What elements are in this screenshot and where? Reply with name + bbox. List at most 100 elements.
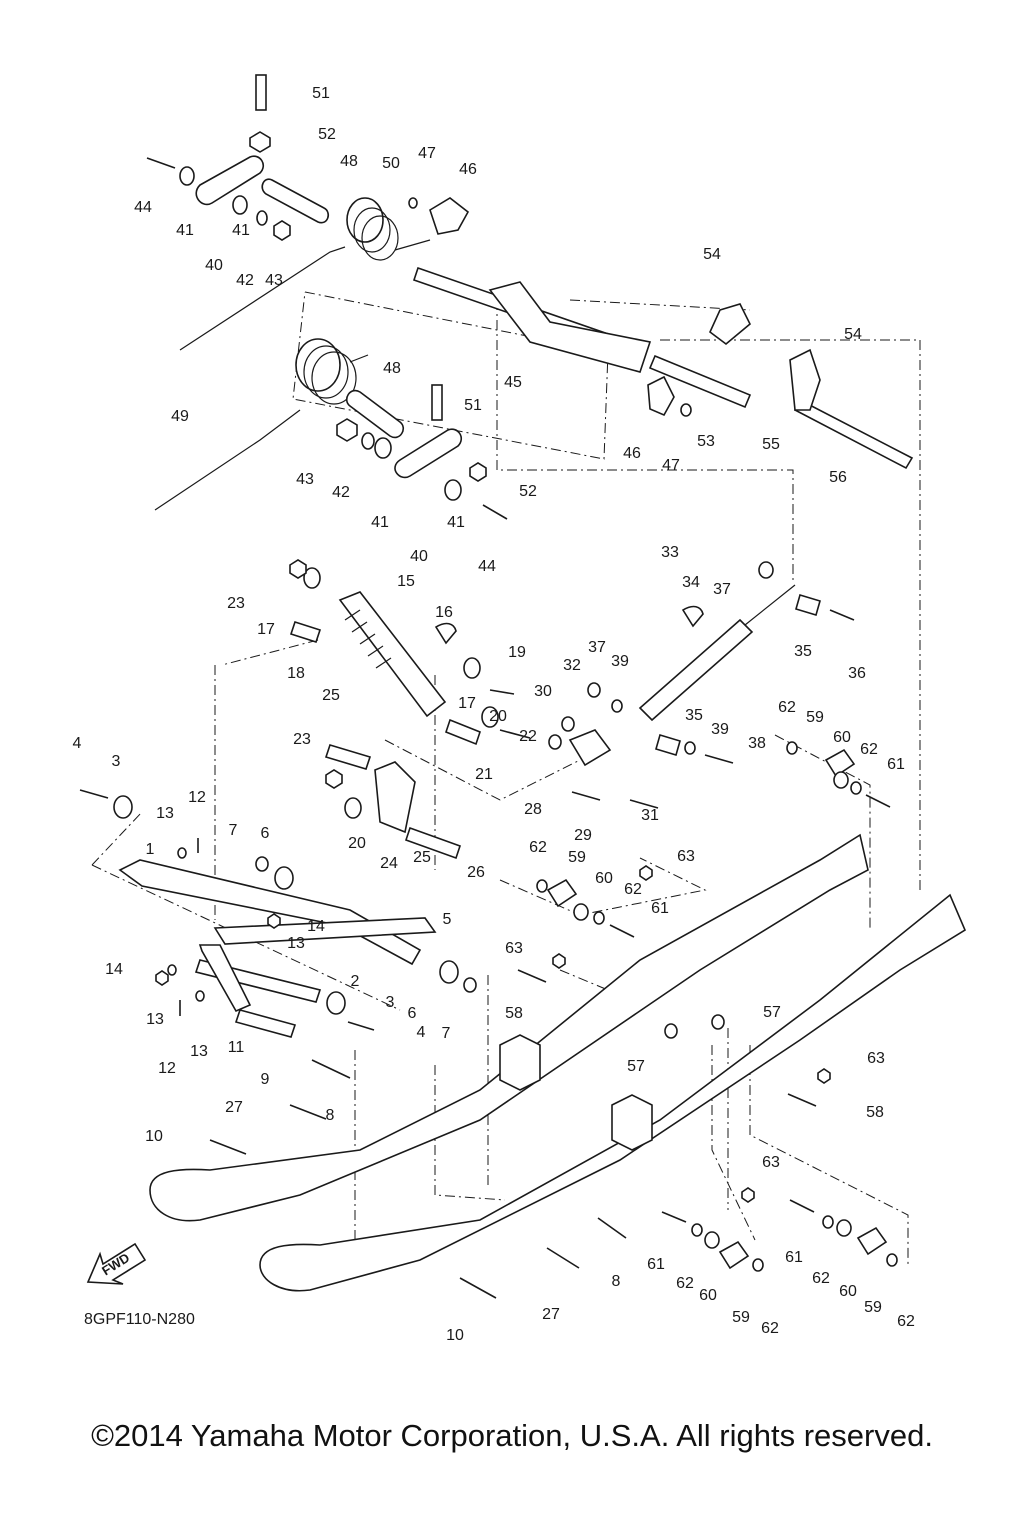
spring-arm-50-long [179, 246, 346, 351]
part-label-10: 10 [446, 1327, 464, 1344]
part-label-43: 43 [265, 272, 283, 289]
bushing-41a [179, 166, 195, 186]
bushing-6a [274, 866, 294, 890]
spring-arm-49-short [349, 354, 369, 363]
part-label-47: 47 [418, 145, 436, 162]
washer-62b [593, 911, 605, 925]
bolt-61d [789, 1199, 815, 1213]
spring-49 [295, 338, 357, 405]
part-label-7: 7 [442, 1025, 451, 1042]
part-label-62: 62 [761, 1320, 779, 1337]
nut-37b [587, 682, 601, 698]
part-label-62: 62 [897, 1313, 915, 1330]
part-label-18: 18 [287, 665, 305, 682]
part-label-48: 48 [340, 153, 358, 170]
part-label-51: 51 [464, 397, 482, 414]
copyright-notice: ©2014 Yamaha Motor Corporation, U.S.A. A… [91, 1418, 933, 1453]
part-label-10: 10 [145, 1128, 163, 1145]
part-label-55: 55 [762, 436, 780, 453]
part-label-17: 17 [257, 621, 275, 638]
washer-13b [167, 964, 177, 976]
part-label-25: 25 [322, 687, 340, 704]
collar-60a [573, 903, 589, 921]
part-label-11: 11 [228, 1039, 245, 1056]
slide-rail-left [149, 833, 869, 1222]
part-label-49: 49 [171, 408, 189, 425]
part-label-37: 37 [588, 639, 606, 656]
part-label-41: 41 [447, 514, 465, 531]
part-label-56: 56 [829, 469, 847, 486]
part-label-27: 27 [542, 1306, 560, 1323]
bushing-41c [374, 437, 392, 459]
bracket-55 [789, 348, 821, 411]
part-label-63: 63 [762, 1154, 780, 1171]
bolt-4a [79, 789, 109, 799]
part-label-24: 24 [380, 855, 398, 872]
washer-42-mid [361, 432, 375, 450]
slide-rail-right [259, 893, 967, 1292]
arm-1 [118, 859, 422, 966]
part-label-39: 39 [711, 721, 729, 738]
front-arm-group [79, 789, 477, 1038]
part-label-37: 37 [713, 581, 731, 598]
part-label-62: 62 [676, 1275, 694, 1292]
part-label-60: 60 [699, 1287, 717, 1304]
part-label-53: 53 [697, 433, 715, 450]
shock-rod-33 [744, 584, 796, 626]
part-label-46: 46 [623, 445, 641, 462]
rear-shock-group [587, 561, 855, 764]
part-label-3: 3 [112, 753, 121, 770]
shaft-25a [324, 744, 372, 770]
collar-35b [655, 734, 681, 756]
washer-62h [886, 1253, 898, 1267]
part-label-52: 52 [318, 126, 336, 143]
part-label-45: 45 [504, 374, 522, 391]
link-28 [568, 729, 612, 767]
bolt-10a [209, 1139, 247, 1155]
bolt-38 [704, 754, 734, 764]
bolt-36 [829, 609, 855, 621]
shock-33 [638, 618, 754, 722]
collar-60d [836, 1219, 852, 1237]
collar-48-mid [345, 389, 405, 439]
part-label-63: 63 [867, 1050, 885, 1067]
collar-18 [289, 620, 322, 644]
bushing-20a [481, 706, 499, 728]
part-label-41: 41 [232, 222, 250, 239]
part-label-61: 61 [785, 1249, 803, 1266]
part-label-48: 48 [383, 360, 401, 377]
bolt-4b [347, 1021, 375, 1031]
slider-59a [546, 878, 578, 908]
part-label-20: 20 [348, 835, 366, 852]
part-label-62: 62 [624, 881, 642, 898]
part-label-62: 62 [529, 839, 547, 856]
shock-15 [338, 591, 447, 718]
bolt-51-mid [431, 384, 443, 421]
collar-21 [445, 718, 481, 746]
part-label-60: 60 [833, 729, 851, 746]
rail-hardware [209, 741, 898, 1299]
part-label-32: 32 [563, 657, 581, 674]
nut-23b [325, 769, 343, 789]
part-label-63: 63 [677, 848, 695, 865]
washer-39b [684, 741, 696, 755]
part-label-29: 29 [574, 827, 592, 844]
middle-left-arm-group [154, 338, 508, 520]
nut-63d [741, 1187, 755, 1203]
plate-46-mid [647, 375, 675, 417]
spring-arm-50-short [394, 239, 431, 251]
part-label-41: 41 [371, 514, 389, 531]
slider-59b [824, 748, 856, 778]
part-label-54: 54 [844, 326, 862, 343]
arm-40-top [195, 155, 265, 206]
shaft-5 [213, 917, 437, 945]
part-label-34: 34 [682, 574, 700, 591]
nut-14b [267, 913, 281, 929]
part-label-26: 26 [467, 864, 485, 881]
washer-13a [177, 847, 187, 859]
spring-arm-49-long [154, 409, 301, 511]
bolt-31 [629, 799, 659, 809]
bushing-20b [344, 797, 362, 819]
bushing-41b [232, 195, 248, 215]
